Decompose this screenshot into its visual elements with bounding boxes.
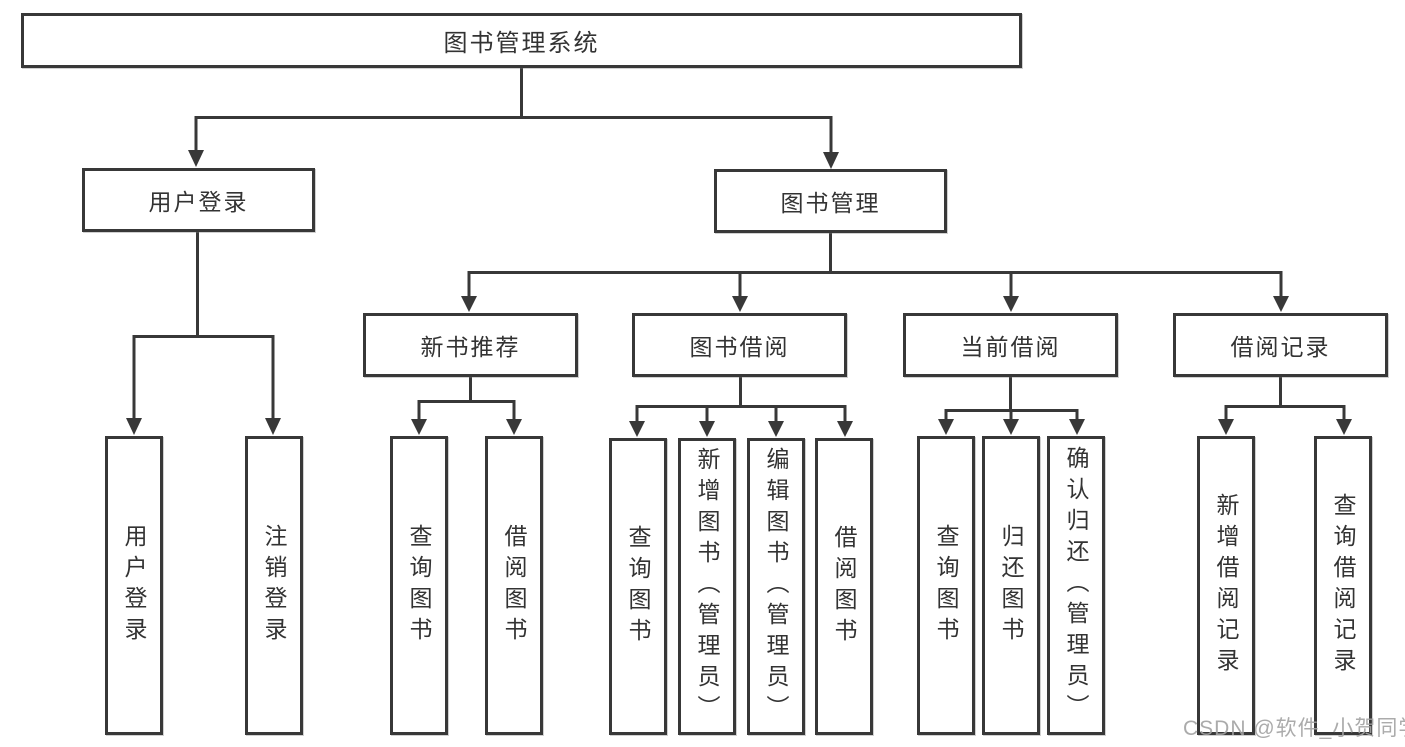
arrowhead xyxy=(629,421,645,437)
leaf-add-book-admin: 新增图书（管理员） xyxy=(678,438,736,735)
leaf-add-borrow-record: 新增借阅记录 xyxy=(1197,436,1255,735)
leaf-user-login: 用户登录 xyxy=(105,436,163,735)
leaf-query-books-borrowing: 查询图书 xyxy=(609,438,667,735)
arrowhead xyxy=(1218,419,1234,435)
leaf-borrow-books-borrowing: 借阅图书 xyxy=(815,438,873,735)
arrowhead xyxy=(461,296,477,312)
leaf-borrow-books-recommend: 借阅图书 xyxy=(485,436,543,735)
node-borrowing-records: 借阅记录 xyxy=(1173,313,1388,377)
leaf-confirm-return-admin: 确认归还（管理员） xyxy=(1047,436,1105,735)
node-root: 图书管理系统 xyxy=(21,13,1022,68)
leaf-query-books-recommend: 查询图书 xyxy=(390,436,448,735)
leaf-query-books-current: 查询图书 xyxy=(917,436,975,735)
arrowhead xyxy=(1273,296,1289,312)
connector-current-borrowing-to-children xyxy=(938,377,1085,435)
node-book-borrowing: 图书借阅 xyxy=(632,313,847,377)
connector-user-login-to-children xyxy=(126,232,281,435)
leaf-logout: 注销登录 xyxy=(245,436,303,735)
connector-book-borrowing-to-children xyxy=(629,377,853,437)
node-current-borrowing: 当前借阅 xyxy=(903,313,1118,377)
node-user-login: 用户登录 xyxy=(82,168,315,232)
arrowhead xyxy=(768,421,784,437)
arrowhead xyxy=(938,419,954,435)
connector-borrowing-records-to-children xyxy=(1218,377,1352,435)
arrowhead xyxy=(837,421,853,437)
node-new-book-recommend: 新书推荐 xyxy=(363,313,578,377)
arrowhead xyxy=(732,296,748,312)
arrowhead xyxy=(1069,419,1085,435)
arrowhead xyxy=(411,419,427,435)
arrowhead xyxy=(699,421,715,437)
arrowhead xyxy=(265,418,281,435)
arrowhead xyxy=(1003,296,1019,312)
arrowhead xyxy=(506,419,522,435)
connector-book-management-to-children xyxy=(461,233,1289,312)
leaf-return-books: 归还图书 xyxy=(982,436,1040,735)
watermark: CSDN @软件_小贺同学 xyxy=(1183,717,1405,740)
arrowhead xyxy=(1003,419,1019,435)
leaf-query-borrow-record: 查询借阅记录 xyxy=(1314,436,1372,735)
arrowhead xyxy=(1336,419,1352,435)
connector-new-book-recommend-to-children xyxy=(411,377,522,435)
arrowhead xyxy=(823,152,839,169)
arrowhead xyxy=(188,150,204,167)
leaf-edit-book-admin: 编辑图书（管理员） xyxy=(747,438,805,735)
connector-root-to-children xyxy=(188,68,839,169)
node-book-management: 图书管理 xyxy=(714,169,947,233)
arrowhead xyxy=(126,418,142,435)
